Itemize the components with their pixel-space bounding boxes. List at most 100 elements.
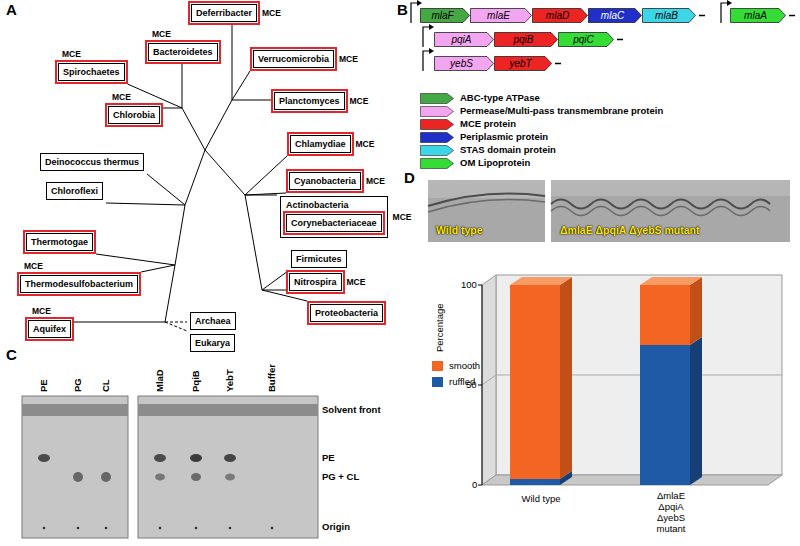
gene-name: mlaA [730,8,786,23]
taxon-name: Cyanobacteria [294,175,356,187]
gene-name: pqiA [434,32,494,47]
gene-name: pqiC [558,32,614,47]
tree-branch [262,290,286,291]
gene-arrow-fill [589,9,642,23]
legend-entry: Periplasmic protein [420,131,548,143]
gene-arrow: yebT [494,56,552,71]
gene-arrow: mlaC [588,8,642,23]
tree-branch [128,84,182,108]
taxon-box: Chloroflexi [46,182,103,200]
tree-branch [245,195,277,196]
legend-entry: MCE protein [420,118,516,130]
tree-branch [232,71,250,100]
gene-arrow: mlaA [730,8,786,23]
tree-branch [147,174,185,205]
group-box: ActinobacteriaCorynebacteriaceae [280,196,388,238]
lane-label: CL [100,379,111,392]
category-label: Wild type [522,493,561,504]
gene-arrow: mlaB [642,8,696,23]
legend-swatch [420,93,454,104]
taxon-name: Planctomyces [279,95,340,107]
mce-tag: MCE [112,92,131,102]
taxon-box: Archaea [190,312,236,330]
gene-arrow: mlaD [532,8,588,23]
gene-name: mlaB [642,8,696,23]
legend-entry: ABC-type ATPase [420,92,540,104]
taxon-box: Corynebacteriaceae [286,214,382,232]
taxon-box: Chlorobia [108,106,160,124]
gene-name: mlaC [588,8,642,23]
taxon-box: Thermotogae [26,233,93,251]
gene-arrow-fill [435,57,494,71]
lane-label: PqiB [190,370,201,392]
gene-arrow-fill [559,33,614,47]
taxon-box: Spirochaetes [58,63,125,81]
tree-branch [232,100,271,101]
taxon-name: Aquifex [33,323,66,335]
taxon-name: Actinobacteria [286,199,382,211]
legend-entry: smooth [432,360,480,372]
lane-label: PG [72,378,83,392]
taxon-box: Verrucomicrobia [253,50,334,68]
gene-arrow-fill [731,9,786,23]
mce-tag: MCE [339,54,358,64]
tree-branch [185,150,205,205]
taxon-name: Chloroflexi [51,185,98,197]
band-label: Origin [322,521,350,533]
gene-name: mlaE [470,8,532,23]
tree-branch [205,150,245,195]
taxon-box: Cyanobacteria [289,172,361,190]
taxon-name: Eukarya [195,337,230,349]
legend-entry: Permease/Multi-pass transmembrane protei… [420,105,663,117]
gene-name: yebT [494,56,552,71]
taxon-name: Proteobacteria [315,307,378,319]
gene-arrow-fill [495,57,552,71]
gene-arrow: mlaF [420,8,470,23]
tree-branch [182,64,183,108]
panel-letter: D [404,170,415,186]
taxon-name: Thermodesulfobacterium [25,278,133,290]
tree-branch [262,290,307,301]
tick-label: 100 [461,279,477,291]
mce-tag: MCE [366,176,385,186]
origin-dots [43,527,274,530]
taxon-name: Bacteroidetes [153,46,213,58]
taxon-box: Bacteroidetes [148,43,218,61]
micrograph-wild-type [428,180,545,242]
taxon-box: Firmicutes [291,250,347,268]
taxon-name: Thermotogae [31,236,88,248]
mce-tag: MCE [24,261,43,271]
taxon-box: Planctomyces [274,92,345,110]
taxon-box: Thermodesulfobacterium [20,275,138,293]
tree-branch [165,322,187,331]
panel-letter: A [6,2,17,18]
tlc-plate-standards [22,396,128,538]
mce-tag: MCE [350,96,369,106]
mce-tag: MCE [32,306,51,316]
taxon-box: Chlamydiae [290,135,351,153]
lane-label: YebT [224,369,235,392]
mce-tag: MCE [262,8,281,18]
gene-arrow: pqiC [558,32,614,47]
tree-branch [163,108,182,109]
legend-text: ruffled [449,376,475,388]
taxon-name: Chlorobia [113,109,155,121]
mce-tag: MCE [62,49,81,59]
legend-swatch [420,119,454,130]
tree-branch [245,195,262,290]
gene-arrow-fill [471,9,532,23]
band-label: Solvent front [322,404,381,416]
tree-branch [165,265,175,322]
gene-arrow: yebS [434,56,494,71]
tree-branch [245,193,286,195]
legend-swatch [432,361,443,371]
taxon-box: Deinococcus thermus [40,153,144,171]
taxon-box: Eukarya [190,334,235,352]
gene-arrow-fill [533,9,588,23]
promoter-heads [417,0,732,54]
micrograph-mutant [551,180,790,242]
taxon-name: Deinococcus thermus [45,156,139,168]
tree-branch [232,25,233,100]
band-label: PG + CL [322,471,359,483]
